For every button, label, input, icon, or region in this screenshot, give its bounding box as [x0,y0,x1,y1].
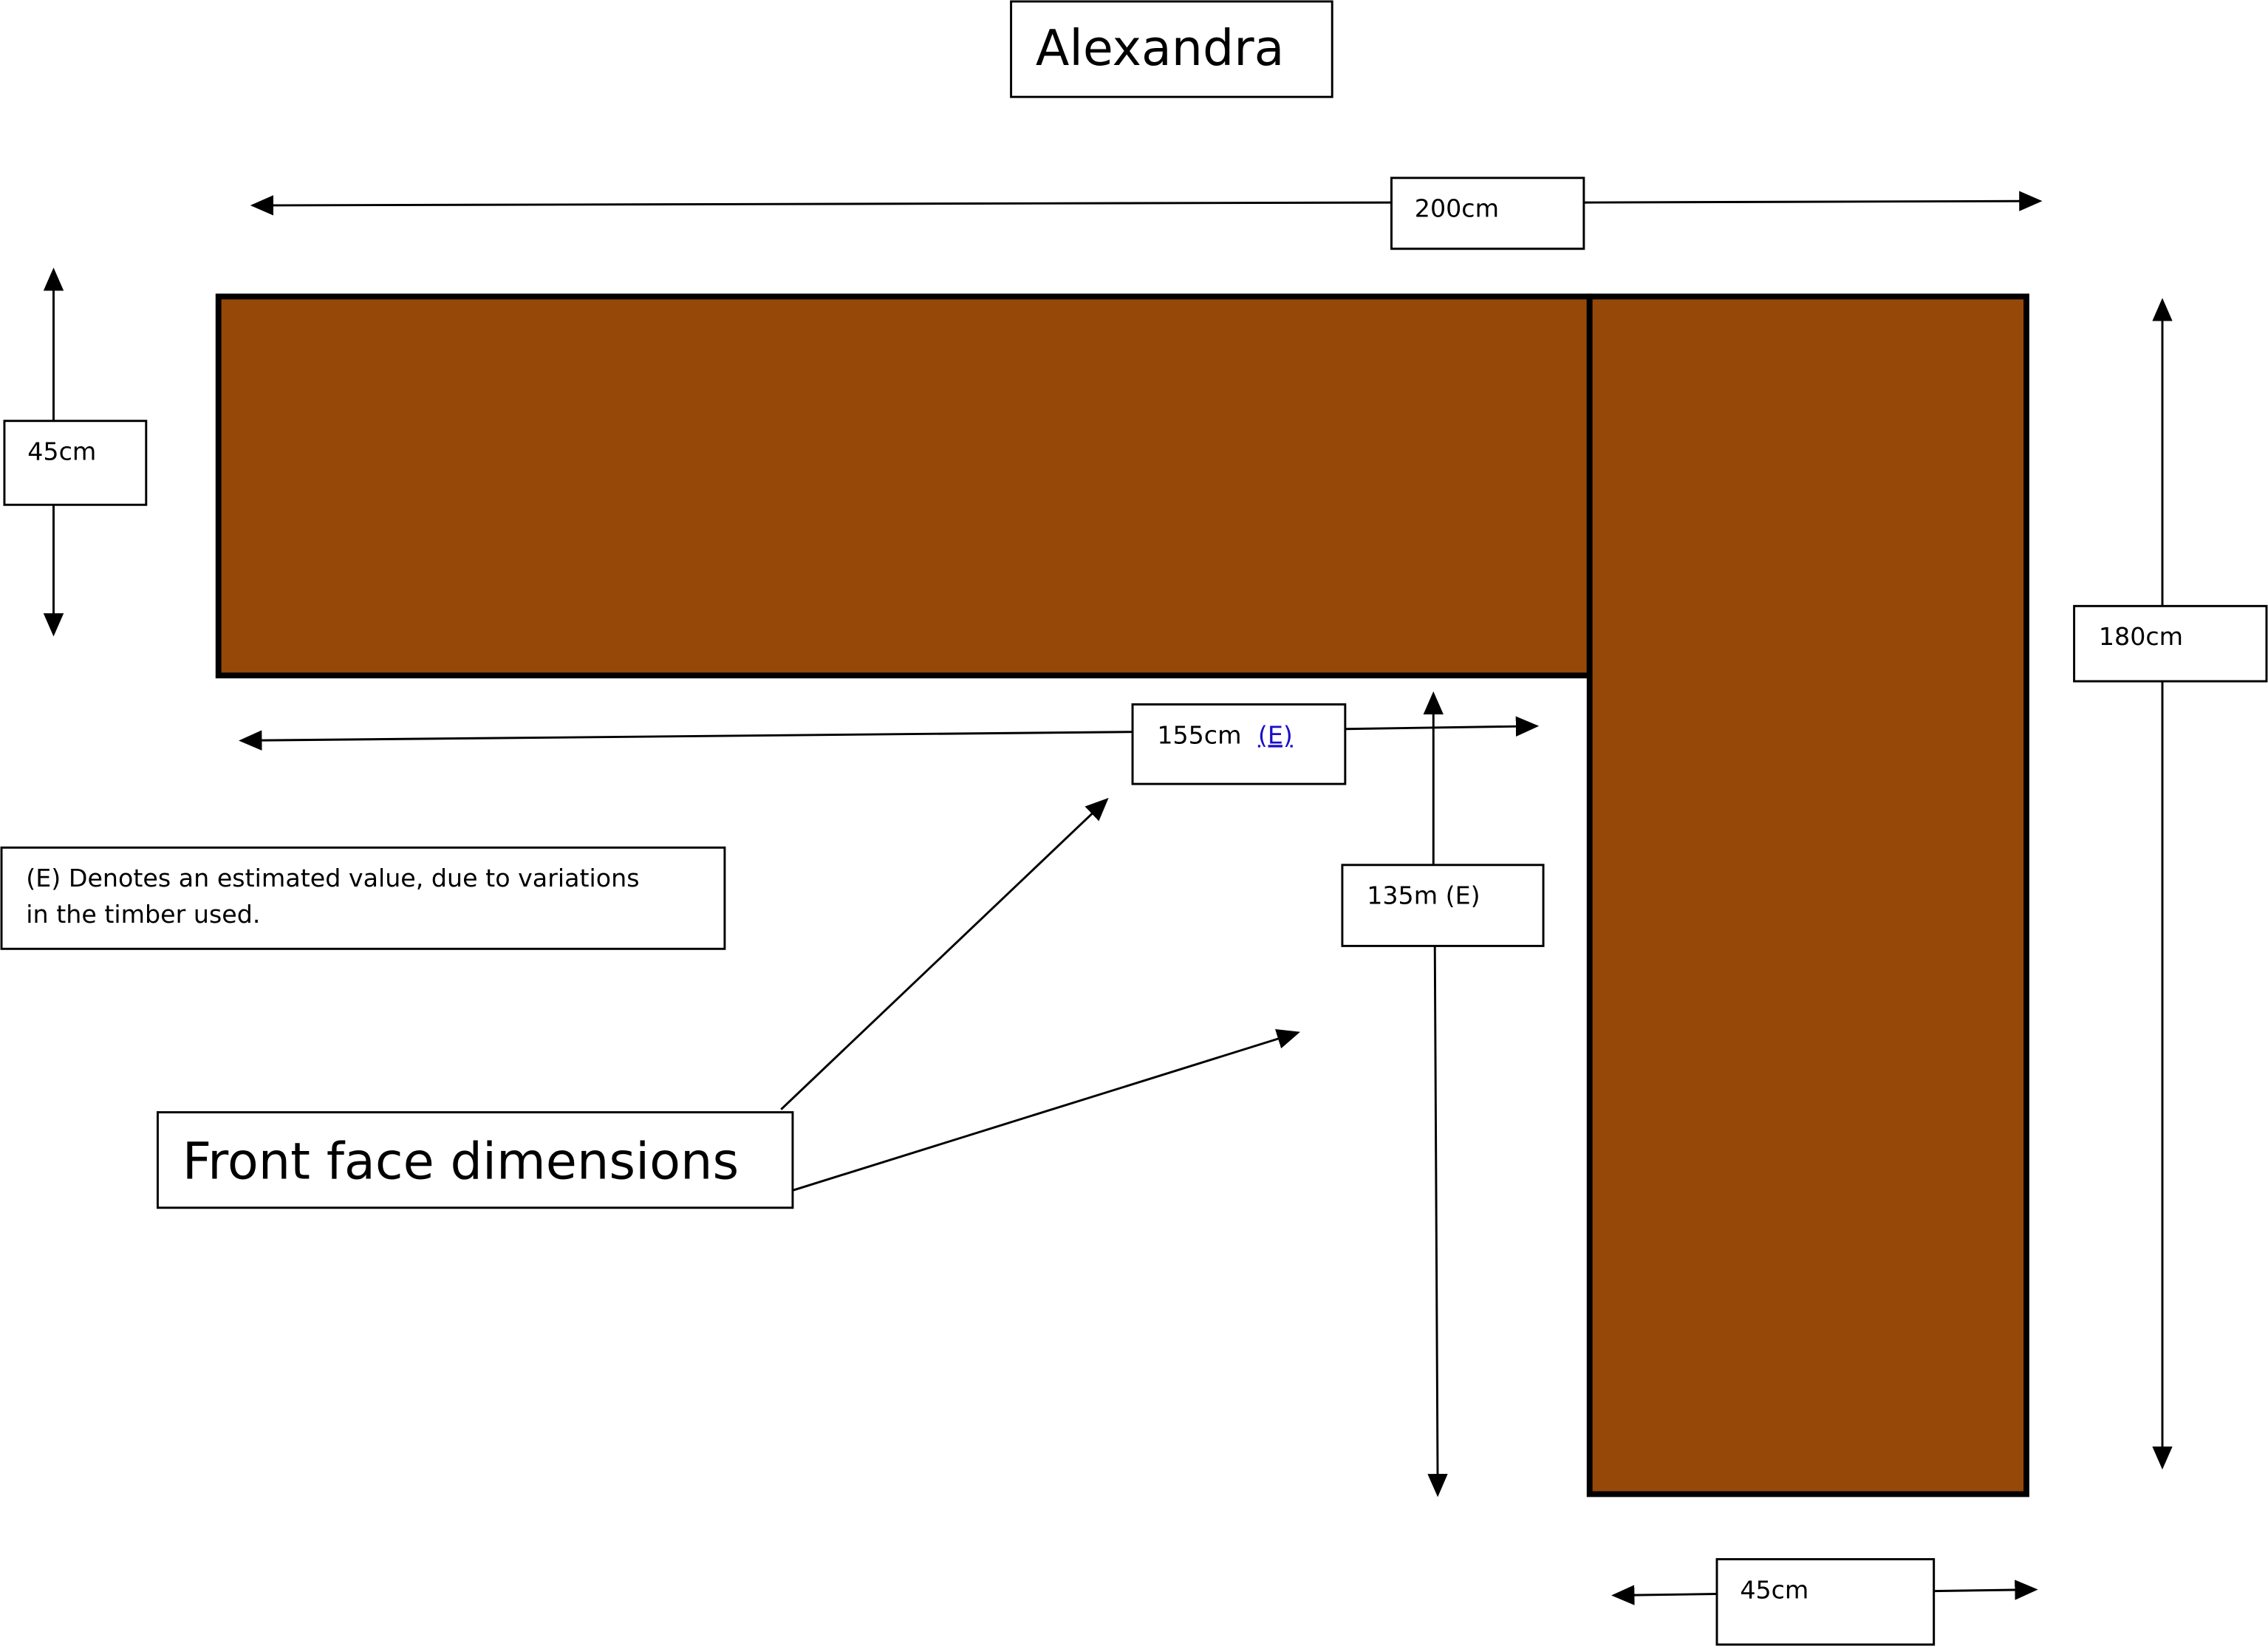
left-depth-label: 45cm [27,437,96,466]
callout-label: Front face dimensions [182,1133,739,1192]
arrow-right-icon [1345,716,1540,737]
front-height-dimension: 135m (E) [1341,691,1545,1498]
arrow-right-icon [1583,191,2043,211]
desk-side-section [1586,293,2029,1498]
front-width-label: 155cm [1157,720,1241,749]
note-line-1: (E) Denotes an estimated value, due to v… [26,864,639,892]
bottom-depth-dimension: 45cm [1611,1558,2038,1646]
estimate-link[interactable]: (E) [1258,720,1293,749]
arrow-left-icon [239,730,1133,751]
front-width-dimension: 155cm (E) [239,703,1540,785]
front-face-callout: Front face dimensions [157,797,1300,1209]
total-width-dimension: 200cm [250,177,2043,250]
total-width-label: 200cm [1415,194,1499,223]
left-depth-dimension: 45cm [3,267,148,637]
total-height-label: 180cm [2099,622,2183,651]
svg-text:155cm (E): 155cm (E) [1157,720,1293,749]
arrow-icon [792,1028,1300,1192]
total-height-dimension: 180cm [2073,298,2268,1470]
front-height-label: 135m (E) [1367,881,1480,910]
estimate-note: (E) Denotes an estimated value, due to v… [0,846,726,950]
bottom-depth-label: 45cm [1740,1575,1808,1604]
arrow-right-icon [1933,1580,2038,1600]
arrow-down-icon [1427,946,1448,1498]
title-box: Alexandra [1010,0,1333,98]
diagram-title: Alexandra [1036,19,1285,77]
desk-top-section [215,293,1593,679]
note-line-2: in the timber used. [26,900,260,929]
arrow-left-icon [250,195,1392,216]
arrow-icon [780,797,1109,1110]
arrow-left-icon [1611,1585,1718,1605]
